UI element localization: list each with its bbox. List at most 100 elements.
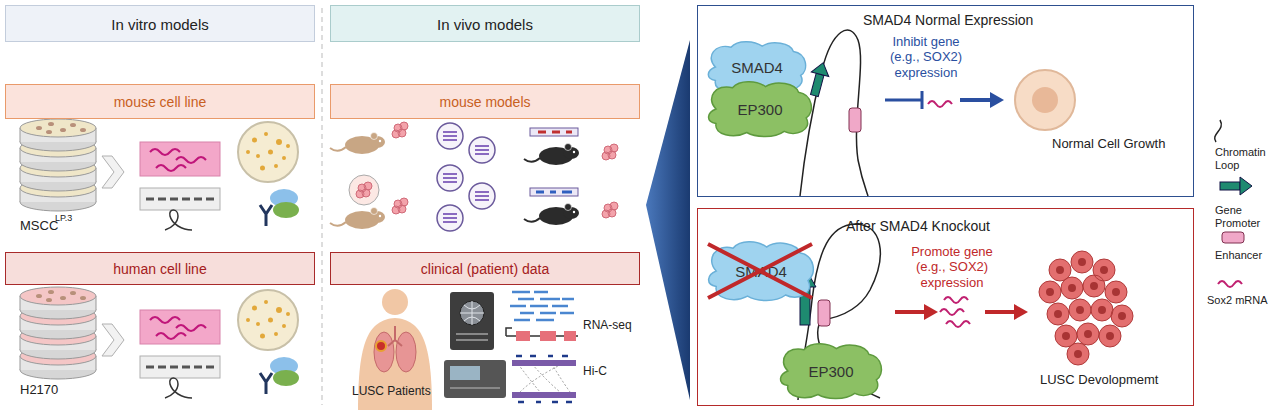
promoter-head [811, 60, 831, 76]
hic-contacts [518, 364, 570, 392]
node-title: mouse models [331, 94, 639, 110]
transplant-circle [349, 175, 379, 205]
sequencing-reads [510, 292, 574, 320]
construct-circle [469, 183, 495, 209]
globe-lines [460, 301, 484, 325]
text-label: LP.3 [55, 213, 72, 224]
enhancer [849, 108, 861, 132]
hic-reads [516, 356, 572, 402]
text-label: Promote gene (e.g., SOX2) expression [900, 244, 1004, 290]
node-title: SMAD4 Normal Expression [863, 12, 1033, 28]
mrna-squiggle [928, 101, 952, 107]
protein-cloud: SMAD4 [705, 241, 817, 301]
lung [396, 332, 416, 372]
section-header: In vitro models [5, 5, 315, 42]
arrow-head [990, 92, 1004, 108]
model-band: mouse models [330, 84, 640, 119]
sequencer-screen [450, 366, 480, 380]
section-header: In vivo models [330, 5, 640, 42]
tumor-cluster [602, 144, 618, 160]
legend-promoter-head [1240, 177, 1252, 195]
tumor-cluster [392, 198, 408, 214]
text-label: Hi-C [583, 364, 607, 378]
node-title: EP300 [777, 363, 885, 380]
legend-loop-symbol [1215, 120, 1222, 142]
legend-enhancer [1222, 232, 1244, 243]
patient-head [382, 289, 408, 315]
mrna-squiggle [940, 297, 970, 327]
lung [374, 332, 394, 372]
mouse-cell-assays [20, 119, 299, 230]
tumor-cluster [356, 182, 372, 198]
mechanism-panel: SMAD4 Normal ExpressionSMAD4EP300 [697, 5, 1194, 197]
cell-nucleus [1032, 87, 1058, 113]
legend-text: Gene Promoter [1215, 204, 1269, 230]
node-title: In vivo models [331, 15, 639, 32]
chromosome-bar [512, 360, 576, 366]
mouse-symbol [330, 208, 385, 230]
construct-marks [536, 191, 572, 194]
section-divider [322, 8, 323, 405]
model-band: human cell line [5, 252, 315, 285]
protein-cloud: EP300 [705, 81, 815, 137]
mouse-symbol [524, 204, 579, 226]
mouse-symbol [524, 144, 579, 166]
enhancer [818, 300, 830, 326]
node-title: human cell line [6, 261, 314, 277]
promoter-shaft [811, 73, 824, 96]
normal-cell [1015, 70, 1075, 130]
exons [516, 331, 576, 341]
construct-circle [469, 137, 495, 163]
tumor-nuclei [1046, 258, 1126, 358]
legend-text: Enhancer [1215, 249, 1269, 262]
construct-circle [437, 123, 463, 149]
model-band: mouse cell line [5, 84, 315, 119]
construct-circle [437, 205, 463, 231]
model-band: clinical (patient) data [330, 252, 640, 285]
tumor-cluster [392, 122, 408, 138]
legend-promoter-shaft [1220, 182, 1240, 190]
text-label: Normal Cell Growth [1052, 136, 1165, 151]
node-title: SMAD4 [705, 263, 817, 280]
node-title: EP300 [705, 101, 815, 118]
legend-text: Chromatin Loop [1215, 146, 1269, 172]
lung-tumor [376, 341, 386, 351]
tumor-cells [1039, 251, 1133, 365]
sequencer [444, 360, 506, 398]
gene-construct [530, 188, 578, 196]
arrow-head [924, 304, 938, 320]
mouse-symbol [330, 133, 385, 155]
arrow-shaft [960, 98, 992, 102]
text-label: LUSC Patients [352, 384, 431, 398]
text-label: RNA-seq [583, 318, 632, 332]
globe [460, 301, 484, 325]
human-cell-assays [20, 287, 299, 398]
text-label: LUSC Devolopmemt [1040, 372, 1159, 387]
chromosome-bar [512, 392, 576, 398]
node-title: mouse cell line [6, 94, 314, 110]
inhibit-arrow [885, 91, 922, 109]
arrow-head [1014, 304, 1028, 320]
protein-cloud: EP300 [777, 343, 885, 399]
text-label: Inhibit gene (e.g., SOX2) expression [880, 34, 972, 80]
construct-marks [538, 131, 572, 134]
legend-text: Sox2 mRNA [1207, 294, 1271, 307]
node-title: After SMAD4 Knockout [846, 218, 990, 234]
arrow-shaft [985, 310, 1016, 314]
node-title: clinical (patient) data [331, 261, 639, 277]
knockout-cross [708, 244, 812, 298]
text-label: H2170 [20, 382, 58, 397]
gene-construct [530, 128, 578, 136]
trachea [388, 326, 402, 346]
zoom-wedge [646, 40, 690, 400]
promoter-arrow [806, 60, 832, 98]
server [450, 292, 494, 350]
server-slots [456, 334, 488, 340]
sequencer-slot [450, 387, 500, 389]
arrow-shaft [895, 310, 926, 314]
